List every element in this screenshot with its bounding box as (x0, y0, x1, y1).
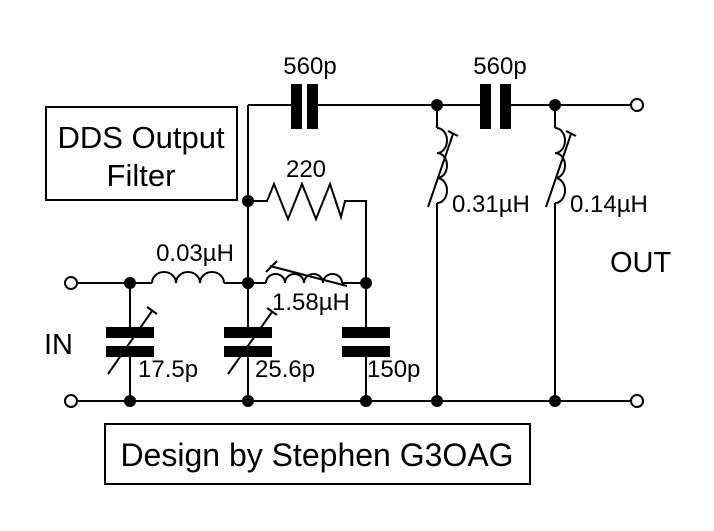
capacitor-plate (224, 346, 272, 357)
label-port-in: IN (44, 329, 73, 361)
shunt-variable-inductor-0.14uH (545, 127, 577, 208)
inductor-coil (265, 273, 343, 284)
credit-box-border (104, 423, 531, 485)
variable-arrow (227, 307, 278, 375)
wires (77, 104, 631, 402)
variable-arrow (427, 130, 459, 208)
junction-dot (242, 395, 254, 407)
label-shunt-cap-3: 150p (367, 356, 420, 383)
label-variable-inductor: 1.58µH (272, 289, 350, 316)
capacitor-plate (342, 327, 390, 338)
inductor-coil (554, 127, 566, 204)
shunt-capacitor-150p (342, 327, 390, 357)
label-series-cap-1: 560p (283, 53, 336, 80)
resistor-220 (248, 181, 367, 283)
variable-arrow (545, 130, 577, 208)
capacitor-plate (106, 327, 154, 338)
junction-dots (124, 99, 561, 407)
credit-box: Design by Stephen G3OAG (104, 423, 531, 485)
title-line-1: DDS Output (57, 120, 225, 155)
capacitor-plate (480, 84, 491, 129)
junction-dot (124, 395, 136, 407)
inductor-coil (436, 127, 448, 204)
junction-dot (124, 277, 136, 289)
capacitor-plate (500, 84, 511, 129)
junction-dot (360, 395, 372, 407)
junction-dot (242, 277, 254, 289)
capacitor-plate (291, 84, 302, 129)
title-box: DDS Output Filter (45, 106, 238, 201)
capacitor-plate (224, 327, 272, 338)
label-series-inductor: 0.03µH (156, 240, 234, 267)
junction-dot (242, 195, 254, 207)
capacitor-plate (307, 84, 318, 129)
variable-arrow (265, 260, 348, 287)
series-inductor-0.03uH (151, 271, 225, 284)
junction-dot (549, 99, 561, 111)
label-resistor: 220 (286, 156, 326, 183)
label-series-cap-2: 560p (473, 53, 526, 80)
capacitor-plate (342, 346, 390, 357)
junction-dot (431, 395, 443, 407)
series-capacitor-560p-2 (480, 84, 511, 129)
label-port-out: OUT (610, 247, 672, 279)
output-terminal-bottom (630, 394, 644, 408)
junction-dot (431, 99, 443, 111)
credit-text: Design by Stephen G3OAG (120, 437, 513, 473)
title-box-border (45, 106, 238, 201)
junction-dot (549, 395, 561, 407)
resistor-zigzag (248, 181, 367, 283)
junction-dot (360, 277, 372, 289)
label-shunt-inductor-1: 0.31µH (452, 191, 530, 218)
terminals (64, 98, 644, 408)
label-shunt-cap-2: 25.6p (255, 356, 315, 383)
variable-inductor-1.58uH (265, 260, 348, 287)
inductor-coil (151, 271, 225, 284)
capacitor-plate (106, 346, 154, 357)
label-shunt-cap-1: 17.5p (138, 356, 198, 383)
shunt-variable-inductor-0.31uH (427, 127, 459, 208)
input-terminal-top (64, 276, 78, 290)
series-capacitor-560p-1 (291, 84, 318, 129)
variable-arrow (107, 306, 158, 375)
title-line-2: Filter (107, 158, 176, 193)
shunt-variable-capacitor-17.5p (106, 306, 158, 375)
label-shunt-inductor-2: 0.14µH (570, 191, 648, 218)
shunt-variable-capacitor-25.6p (224, 307, 278, 375)
input-terminal-bottom (64, 394, 78, 408)
output-terminal-top (630, 98, 644, 112)
